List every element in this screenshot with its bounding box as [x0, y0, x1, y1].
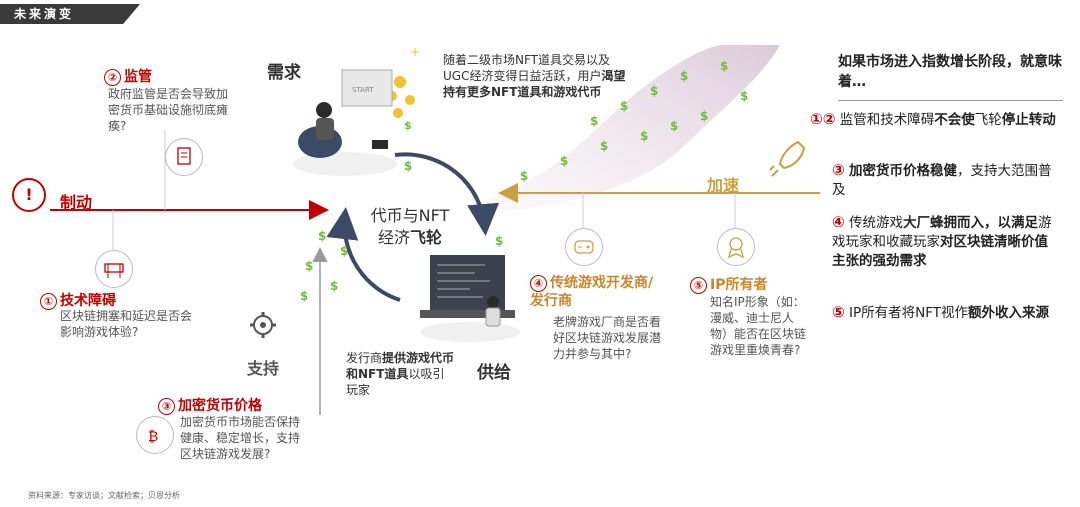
right-item-4: ⑤ IP所有者将NFT视作额外收入来源 — [832, 303, 1049, 321]
svg-text:START: START — [352, 86, 374, 94]
svg-text:₿: ₿ — [148, 429, 158, 445]
right-item-3: ④ 传统游戏大厂蜂拥而入，以满足游戏玩家和收藏玩家对区块链清晰价值主张的强劲需求 — [832, 213, 1052, 269]
crypto-description: 加密货币市场能否保持健康、稳定增长，支持区块链游戏发展? — [180, 415, 301, 461]
swirl-band — [470, 45, 780, 215]
brake-icon: ! — [12, 178, 46, 212]
flywheel-arc-bottom — [326, 207, 401, 302]
svg-text:$: $ — [404, 159, 412, 173]
svg-text:$: $ — [340, 244, 348, 258]
svg-text:$: $ — [590, 114, 598, 128]
svg-text:$: $ — [680, 69, 688, 83]
barrier-icon — [95, 250, 133, 288]
svg-text:$: $ — [305, 259, 313, 273]
demand-description: 随着二级市场NFT道具交易以及UGC经济变得日益活跃，用户渴望持有更多NFT道具… — [443, 53, 626, 99]
supply-description: 发行商提供游戏代币和NFT道具以吸引玩家 — [346, 351, 455, 397]
svg-text:$: $ — [560, 154, 568, 168]
tech-description: 区块链拥塞和延迟是否会影响游戏体验? — [60, 309, 193, 339]
document-icon — [165, 138, 203, 176]
svg-text:$: $ — [720, 59, 728, 73]
brake-label: 制动 — [60, 193, 93, 212]
svg-text:$: $ — [495, 234, 503, 248]
section-tag: 未来演变 — [0, 4, 140, 24]
ip-badge-icon — [717, 228, 755, 266]
right-item-2: ③ 加密货币价格稳健，支持大范围普及 — [832, 161, 1052, 198]
svg-text:$: $ — [670, 119, 678, 133]
ip-description: 知名IP形象（如：漫威、迪士尼人物）能否在区块链游戏里重焕青春? — [710, 295, 807, 357]
svg-text:$: $ — [600, 139, 608, 153]
right-item-1: ①② 监管和技术障碍不会使飞轮停止转动 — [810, 110, 1056, 128]
svg-text:$: $ — [520, 169, 528, 183]
game-controller-icon — [565, 228, 603, 266]
flywheel-arc-top — [394, 152, 500, 236]
dollar-signs: $$$ $$$ $$$ $$$ $$$ $$$ $$ — [300, 59, 748, 303]
svg-text:$: $ — [318, 229, 326, 243]
accelerate-label: 加速 — [707, 176, 740, 195]
svg-text:$: $ — [700, 109, 708, 123]
crypto-icon: ₿ — [136, 416, 174, 454]
svg-text:$: $ — [640, 129, 648, 143]
demand-illustration: START — [290, 62, 400, 177]
svg-text:$: $ — [650, 84, 658, 98]
demand-title: 需求 — [267, 63, 301, 83]
svg-text:$: $ — [404, 119, 412, 132]
svg-text:$: $ — [300, 289, 308, 303]
source-note: 资料来源：专家访谈；文献检索；贝恩分析 — [28, 491, 180, 500]
support-label: 支持 — [247, 359, 280, 378]
svg-text:+: + — [410, 45, 420, 59]
regulation-description: 政府监管是否会导致加密货币基础设施彻底瘫痪? — [108, 87, 229, 133]
svg-text:$: $ — [740, 89, 748, 103]
right-panel-title: 如果市场进入指数增长阶段，就意味着… — [838, 52, 1063, 101]
supply-illustration — [415, 250, 525, 345]
publishers-description: 老牌游戏厂商是否看好区块链游戏发展潜力并参与其中? — [553, 315, 662, 361]
gear-icon — [248, 310, 278, 340]
flywheel-label: 代币与NFT 经济飞轮 — [370, 206, 450, 247]
svg-text:$: $ — [330, 279, 338, 293]
svg-text:$: $ — [620, 99, 628, 113]
rocket-icon — [768, 138, 808, 178]
supply-title: 供给 — [477, 363, 511, 383]
